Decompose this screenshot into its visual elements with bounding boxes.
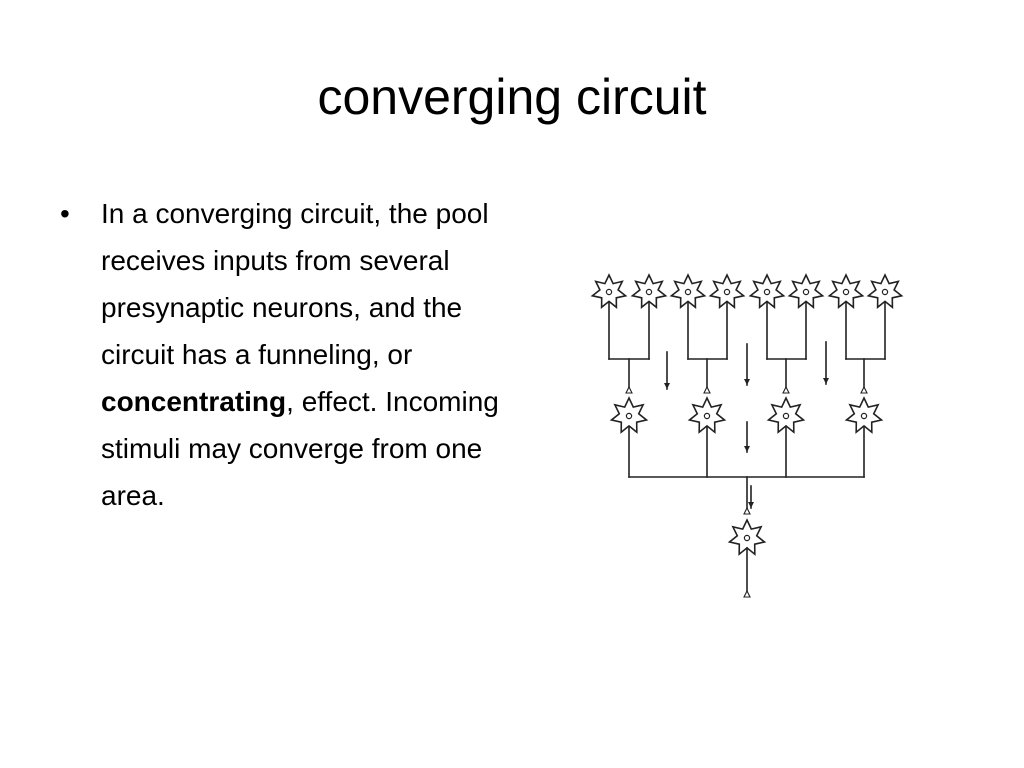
flow-arrow-head [744,379,750,385]
neuron-nucleus [684,288,692,296]
neuron-nucleus [645,288,653,296]
synapse-terminal [703,385,711,394]
flow-arrow-head [664,383,670,389]
neuron-nucleus [782,412,790,420]
bullet-text-bold: concentrating [101,386,287,417]
synapse-terminal [625,385,633,394]
neuron-nucleus [723,288,731,296]
bullet-text-part-2: , effect. Incoming stimuli may converge … [101,386,499,511]
neuron-nucleus [605,288,613,296]
circuit-svg [590,273,904,598]
neuron-nucleus [860,412,868,420]
neuron-nucleus [743,534,751,542]
output-terminal [743,589,751,598]
neuron-nucleus [842,288,850,296]
bullet-text-part-1: In a converging circuit, the pool receiv… [101,198,489,370]
neuron-nucleus [802,288,810,296]
neuron-nucleus [625,412,633,420]
neuron-nucleus [703,412,711,420]
bullet-item: • In a converging circuit, the pool rece… [60,190,500,519]
bullet-text: In a converging circuit, the pool receiv… [101,190,500,519]
converging-circuit-diagram [585,262,915,607]
synapse-terminal [743,506,751,515]
flow-arrow-head [823,378,829,384]
neuron-nucleus [763,288,771,296]
synapse-terminal [860,385,868,394]
slide-title: converging circuit [317,69,707,125]
synapse-terminal [782,385,790,394]
flow-arrow-head [744,446,750,452]
bullet-marker: • [60,198,70,229]
neuron-nucleus [881,288,889,296]
flow-arrow-head [748,502,754,508]
